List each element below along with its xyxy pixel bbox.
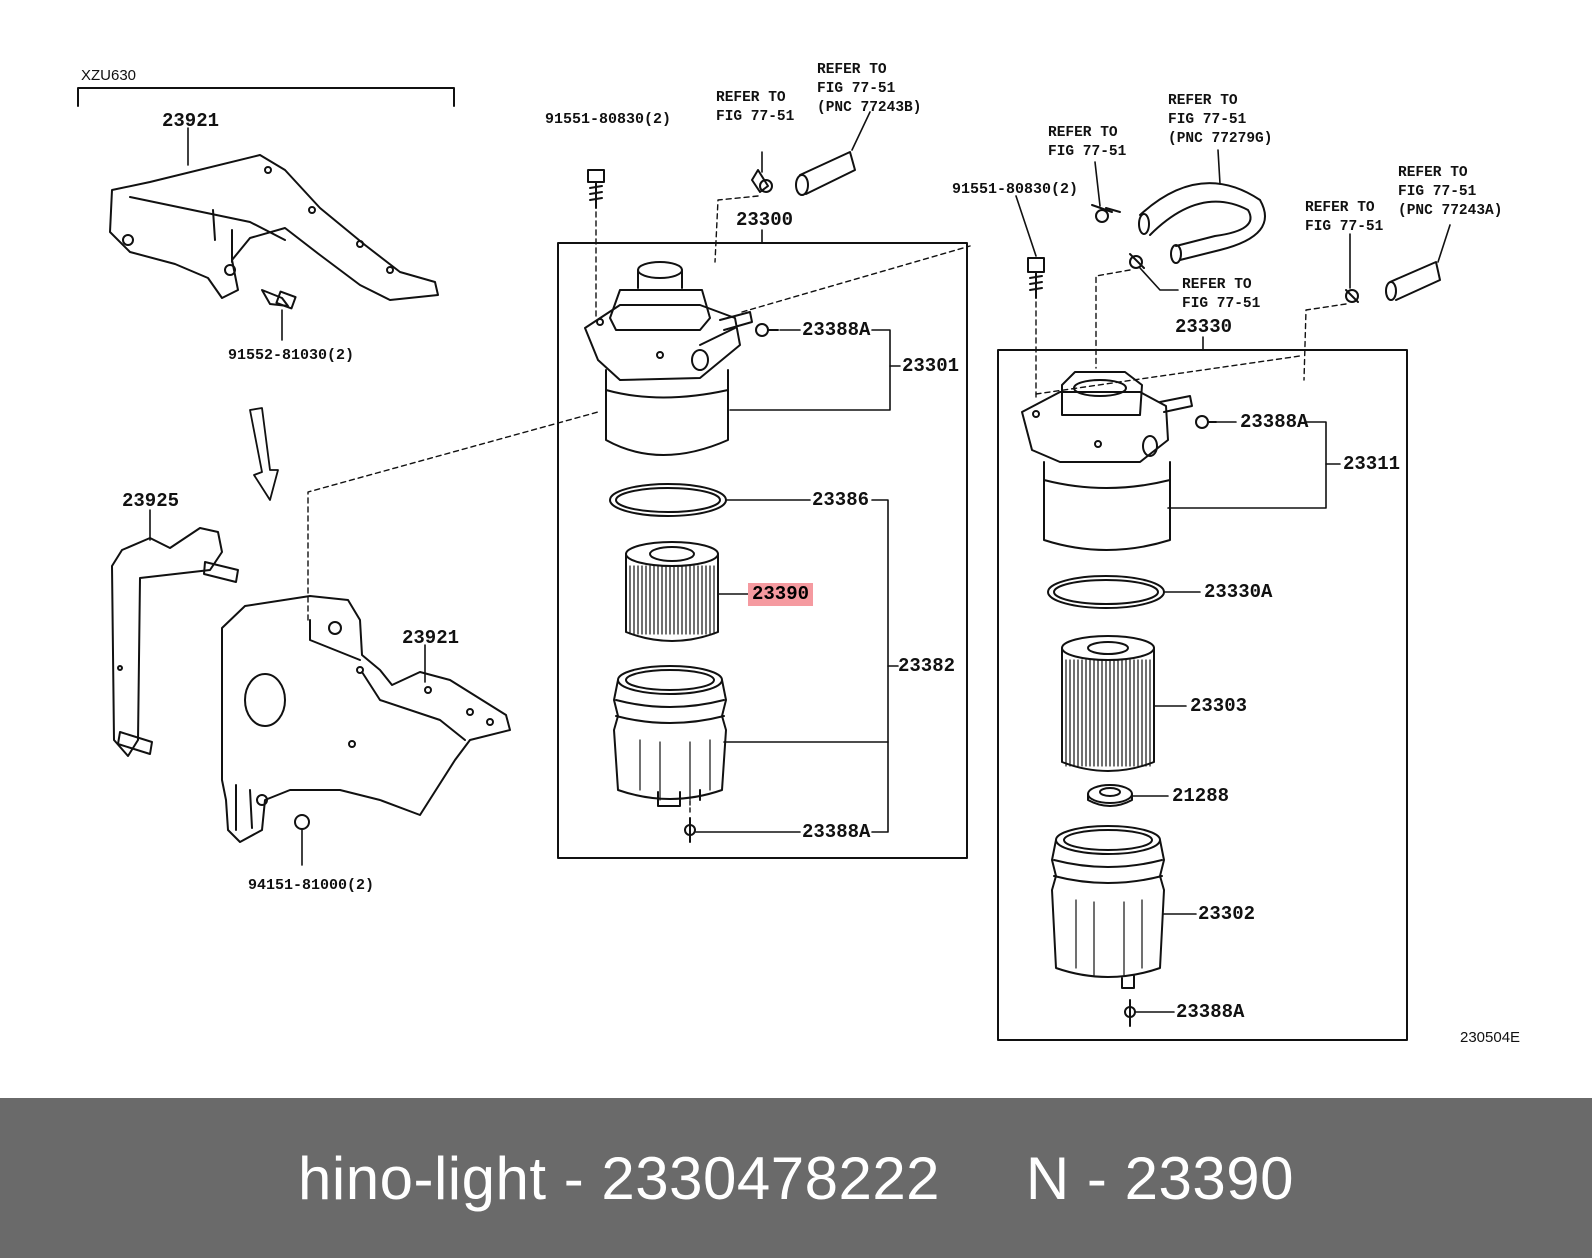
part-label-91551-left: 91551-80830(2): [545, 111, 672, 128]
number-prefix: N: [1025, 1144, 1070, 1212]
part-label-23388a-1: 23388A: [802, 319, 871, 341]
bracket-23921-bottom: [221, 595, 511, 843]
part-label-23386: 23386: [812, 489, 870, 511]
refer-label-4: REFER TO FIG 77-51 (PNC 77279G): [1168, 93, 1273, 147]
leaders-middle: [695, 329, 901, 833]
hose-77243b: [795, 111, 871, 196]
hose-77279g: [1091, 149, 1266, 369]
part-label-23925: 23925: [122, 490, 180, 512]
refer-label-5: REFER TO FIG 77-51: [1182, 277, 1261, 312]
brand-name: hino-light: [298, 1144, 547, 1212]
refer-label-2: REFER TO FIG 77-51 (PNC 77243B): [817, 62, 922, 116]
clamp-left: [714, 151, 773, 263]
part-label-23303: 23303: [1190, 695, 1248, 717]
filter-bowl-23302: [1051, 825, 1165, 989]
bolt-91551-right: [1015, 195, 1045, 401]
bolt-91552: [261, 289, 297, 341]
filter-head-23301: [584, 245, 971, 456]
part-label-21288: 21288: [1172, 785, 1230, 807]
bracket-23921-top: [109, 127, 439, 301]
filter-element-23303: [1061, 635, 1155, 772]
part-label-23311: 23311: [1343, 453, 1401, 475]
bolt-91551-left: [587, 169, 605, 321]
article-number: 2330478222: [601, 1144, 941, 1212]
nut-94151: [294, 814, 310, 866]
o-ring-23386: [609, 483, 727, 517]
screw-23388a-4: [1124, 999, 1136, 1027]
screw-23388a-3: [1195, 415, 1217, 429]
screw-23388a-1: [755, 323, 779, 337]
refer-label-3: REFER TO FIG 77-51: [1048, 125, 1127, 160]
screw-23388a-2: [684, 799, 696, 843]
part-label-23382: 23382: [898, 655, 956, 677]
part-label-23921-bottom: 23921: [402, 627, 460, 649]
part-label-91552: 91552-81030(2): [228, 347, 355, 364]
figure-code: 230504E: [1460, 1029, 1521, 1046]
filter-bowl-23382: [613, 665, 727, 807]
gap: [940, 1144, 1026, 1213]
part-label-94151: 94151-81000(2): [248, 877, 375, 894]
part-label-23921-top: 23921: [162, 110, 220, 132]
model-code: XZU630: [81, 67, 137, 84]
filter-element-23390: [625, 541, 719, 642]
part-label-23388a-4: 23388A: [1176, 1001, 1245, 1023]
refer-label-7: REFER TO FIG 77-51 (PNC 77243A): [1398, 165, 1503, 219]
part-label-91551-right: 91551-80830(2): [952, 181, 1079, 198]
part-label-23301: 23301: [902, 355, 960, 377]
refer-label-1: REFER TO FIG 77-51: [716, 90, 795, 125]
footer-bar: hino-light - 2330478222 N - 23390: [0, 1098, 1592, 1258]
part-label-23300: 23300: [736, 209, 794, 231]
part-number: 23390: [1124, 1144, 1294, 1212]
leaders-right: [1131, 421, 1341, 1013]
part-label-23388a-2: 23388A: [802, 821, 871, 843]
diagram-drawing: [77, 87, 1451, 1041]
plate-23925: [111, 509, 239, 757]
part-label-23302: 23302: [1198, 903, 1256, 925]
part-label-23330a: 23330A: [1204, 581, 1273, 603]
part-label-23388a-3: 23388A: [1240, 411, 1309, 433]
parts-diagram: XZU630 23921 91552-81030(2) 23925 23921 …: [77, 62, 1521, 1046]
filter-head-23311: [1021, 355, 1301, 551]
separator-1: -: [546, 1144, 602, 1212]
hose-77243a: [1303, 224, 1451, 381]
part-label-23330: 23330: [1175, 316, 1233, 338]
washer-21288: [1087, 784, 1133, 807]
arrow-down: [249, 407, 279, 501]
refer-label-6: REFER TO FIG 77-51: [1305, 200, 1384, 235]
part-label-23390-highlighted[interactable]: 23390: [748, 583, 814, 606]
separator-2: -: [1069, 1144, 1125, 1212]
